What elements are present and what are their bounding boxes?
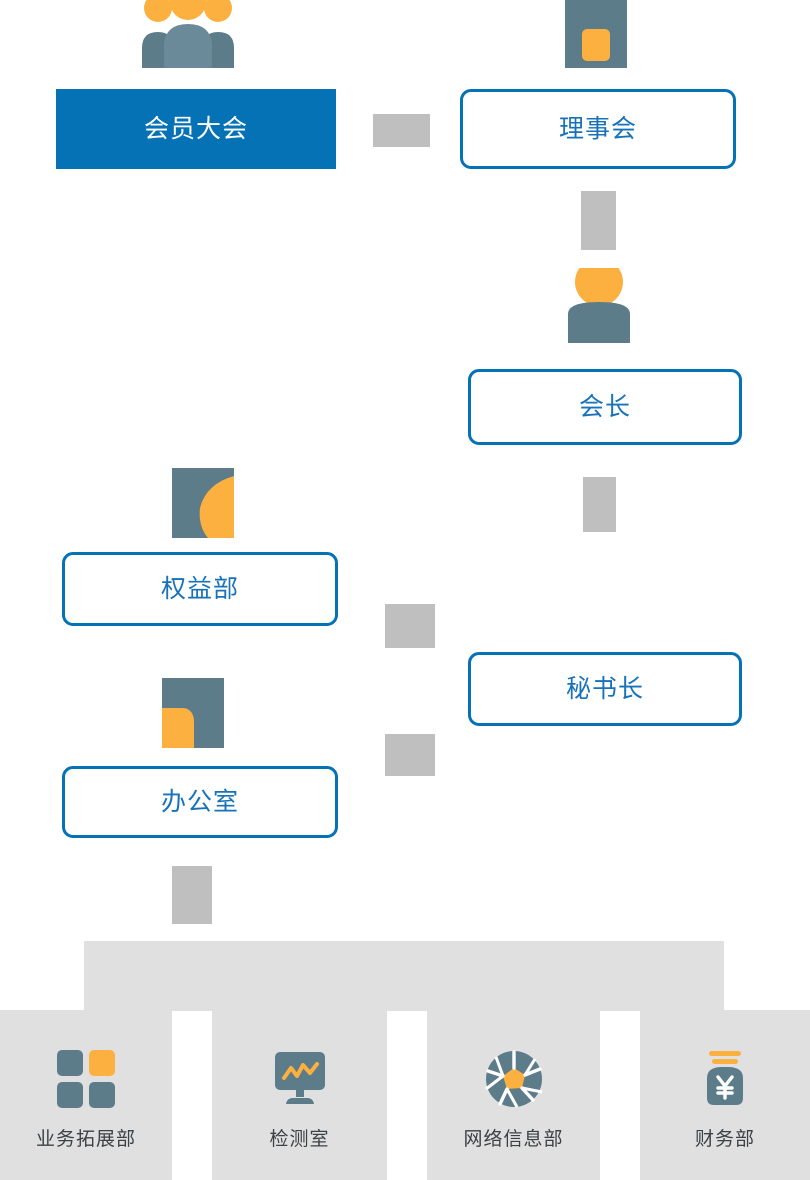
dept-label: 财务部 [694, 1129, 755, 1150]
node-label: 会长 [578, 392, 631, 421]
dept-label: 业务拓展部 [35, 1129, 136, 1150]
node-secretary-general[interactable]: 秘书长 [468, 652, 742, 726]
folder-icon [162, 678, 224, 748]
connector-assembly-to-council [373, 114, 430, 147]
dept-label: 检测室 [269, 1129, 330, 1150]
dept-panel-finance[interactable]: 财务部 [640, 1010, 810, 1180]
connector-office-to-departments [172, 866, 212, 924]
connector-president-to-secretary [583, 477, 616, 532]
connector-office-branch [385, 734, 435, 776]
dept-panel-network-information[interactable]: 网络信息部 [427, 1010, 600, 1180]
dept-panel-testing-lab[interactable]: 检测室 [212, 1010, 387, 1180]
department-bus-bar [84, 941, 724, 1011]
connector-rights-branch [385, 604, 435, 648]
four-squares-grid-icon [57, 1050, 115, 1108]
node-rights-dept[interactable]: 权益部 [62, 552, 338, 626]
node-label: 秘书长 [565, 674, 644, 703]
node-label: 理事会 [558, 114, 637, 143]
node-label: 会员大会 [143, 114, 248, 143]
document-card-icon [565, 0, 627, 68]
dept-panel-business-development[interactable]: 业务拓展部 [0, 1010, 172, 1180]
connector-council-to-president [581, 191, 616, 250]
node-members-assembly[interactable]: 会员大会 [56, 89, 336, 169]
node-council[interactable]: 理事会 [460, 89, 736, 169]
person-badge-icon [568, 268, 630, 343]
node-label: 权益部 [160, 574, 239, 603]
dept-label: 网络信息部 [463, 1129, 564, 1150]
shield-check-icon [172, 468, 234, 538]
node-office[interactable]: 办公室 [62, 766, 338, 838]
money-jar-yuan-icon [707, 1051, 743, 1105]
node-president[interactable]: 会长 [468, 369, 742, 445]
people-group-icon [142, 0, 234, 68]
globe-network-icon [484, 1050, 542, 1108]
monitor-chart-icon [274, 1052, 325, 1104]
node-label: 办公室 [160, 787, 239, 816]
